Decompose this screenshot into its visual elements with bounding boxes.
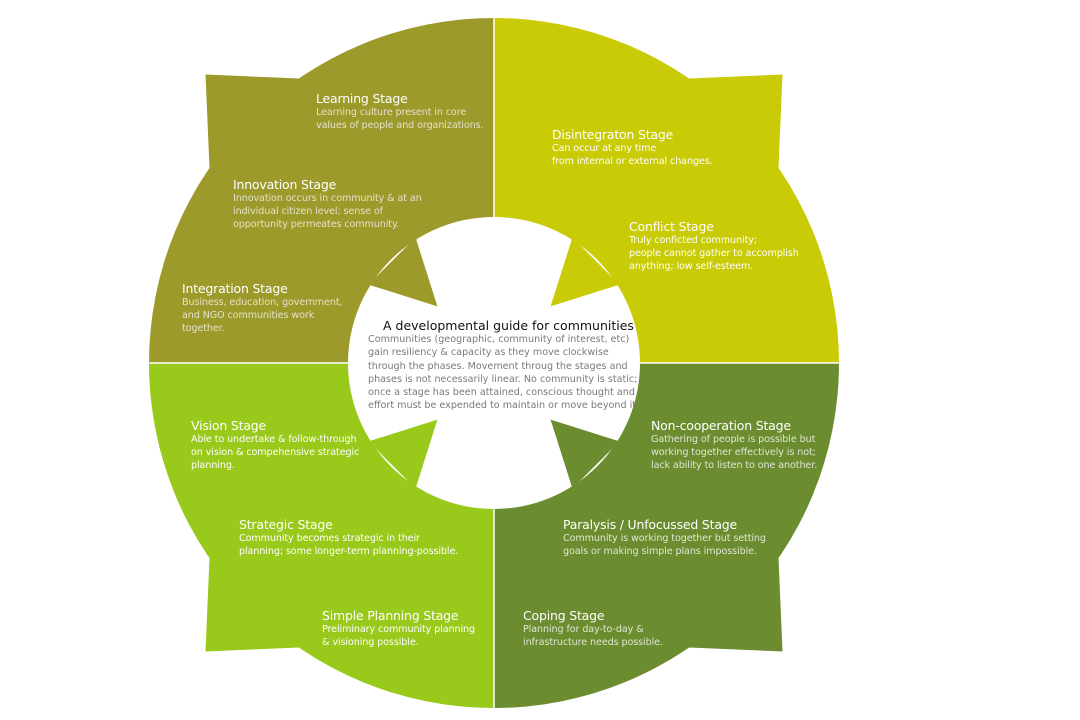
- center-text-line: through the phases. Movement throug the …: [368, 360, 628, 372]
- stage-description: Planning for day-to-day & infrastructure …: [523, 623, 663, 649]
- stage-description-line: planning.: [191, 460, 235, 471]
- stage-description-line: on vision & compehensive strategic: [191, 447, 360, 458]
- center-title: A developmental guide for communities: [383, 318, 634, 333]
- stage-title: Integration Stage: [182, 281, 288, 296]
- center-text-line: gain resiliency & capacity as they move …: [368, 347, 609, 359]
- stage-description: Preliminary community planning & visionin…: [322, 623, 475, 649]
- stage-description-line: Can occur at any time: [552, 143, 657, 154]
- outer-arrow-point: [685, 74, 783, 172]
- stage-title: Simple Planning Stage: [322, 608, 459, 623]
- stage-description: Business, education, government, and NGO …: [182, 296, 343, 335]
- quadrant-sector: [149, 363, 494, 708]
- stage-description: Able to undertake & follow-through on vis…: [191, 433, 359, 472]
- stage-description-line: Gathering of people is possible but: [651, 434, 816, 445]
- stage-description-line: values of people and organizations.: [316, 120, 484, 131]
- inner-arrow-point: [550, 419, 620, 489]
- stage-description-line: and NGO communities work: [182, 310, 315, 321]
- stage-description: Truly conficted community; people cannot …: [629, 234, 799, 273]
- center-text-line: effort must be expended to maintain or m…: [368, 400, 640, 412]
- center-text-line: once a stage has been attained, consciou…: [368, 387, 635, 399]
- stage-title: Conflict Stage: [629, 219, 714, 234]
- quadrant-sector: [494, 18, 839, 363]
- stage-description-line: Preliminary community planning: [322, 624, 476, 635]
- stage-description-line: working together effectively is not;: [651, 447, 816, 458]
- stage-description: Learning culture present in core values o…: [316, 106, 484, 132]
- stage-title: Vision Stage: [191, 418, 266, 433]
- inner-arrow-point: [550, 237, 620, 307]
- quadrant-bottom-left: [149, 363, 494, 708]
- center-text: Communities (geographic, community of in…: [368, 333, 639, 413]
- stage-description-line: Business, education, government,: [182, 297, 343, 308]
- stage-description-line: people cannot gather to accomplish: [629, 248, 799, 259]
- stage-description: Can occur at any time from internal or ex…: [552, 142, 713, 168]
- stage-title: Disintegraton Stage: [552, 127, 674, 142]
- stage-description-line: Truly conficted community;: [629, 235, 757, 246]
- stage-description-line: from internal or external changes.: [552, 156, 713, 167]
- stage-title: Coping Stage: [523, 608, 605, 623]
- stage-description-line: anything; low self-esteem.: [629, 261, 754, 272]
- stage-description: Community is working together but settin…: [563, 532, 766, 558]
- inner-arrow-point: [368, 419, 438, 489]
- stage-description-line: Planning for day-to-day &: [523, 624, 644, 635]
- stage-description-line: planning; some longer-term planning-poss…: [239, 546, 459, 557]
- stage-title: Non-cooperation Stage: [651, 418, 791, 433]
- stage-title: Strategic Stage: [239, 517, 333, 532]
- stage-description-line: & visioning possible.: [322, 637, 419, 648]
- stage-title: Learning Stage: [316, 91, 408, 106]
- stage-title: Innovation Stage: [233, 177, 337, 192]
- stage-description: Community becomes strategic in their plan…: [239, 532, 458, 558]
- stage-description-line: individual citizen level; sense of: [233, 206, 383, 217]
- quadrant-sector: [149, 18, 494, 363]
- stage-description-line: Community becomes strategic in their: [239, 533, 420, 544]
- stage-description-line: infrastructure needs possible.: [523, 637, 663, 648]
- stage-description-line: Community is working together but settin…: [563, 533, 766, 544]
- stage-description-line: opportunity permeates community.: [233, 219, 400, 230]
- quadrant-sector: [494, 363, 839, 708]
- outer-arrow-point: [205, 554, 303, 652]
- quadrant-top-right: [494, 18, 839, 363]
- stage-description-line: Able to undertake & follow-through: [191, 434, 357, 445]
- stage-description: Innovation occurs in community & at an in…: [233, 192, 422, 231]
- quadrant-bottom-right: [494, 363, 839, 708]
- center-text-line: Communities (geographic, community of in…: [368, 334, 630, 345]
- quadrant-top-left: [149, 18, 494, 363]
- center-description: A developmental guide for communities Co…: [368, 318, 639, 413]
- center-text-line: phases is not necessarily linear. No com…: [368, 373, 638, 385]
- stage-description-line: goals or making simple plans impossible.: [563, 546, 757, 557]
- outer-arrow-point: [685, 554, 783, 652]
- inner-arrow-point: [368, 237, 438, 307]
- stage-description-line: together.: [182, 323, 225, 334]
- stage-title: Paralysis / Unfocussed Stage: [563, 517, 738, 532]
- outer-arrow-point: [205, 74, 303, 172]
- stage-description-line: Innovation occurs in community & at an: [233, 193, 422, 204]
- stage-description: Gathering of people is possible but worki…: [651, 433, 817, 472]
- stage-description-line: Learning culture present in core: [316, 107, 467, 118]
- stage-description-line: lack ability to listen to one another.: [651, 460, 818, 471]
